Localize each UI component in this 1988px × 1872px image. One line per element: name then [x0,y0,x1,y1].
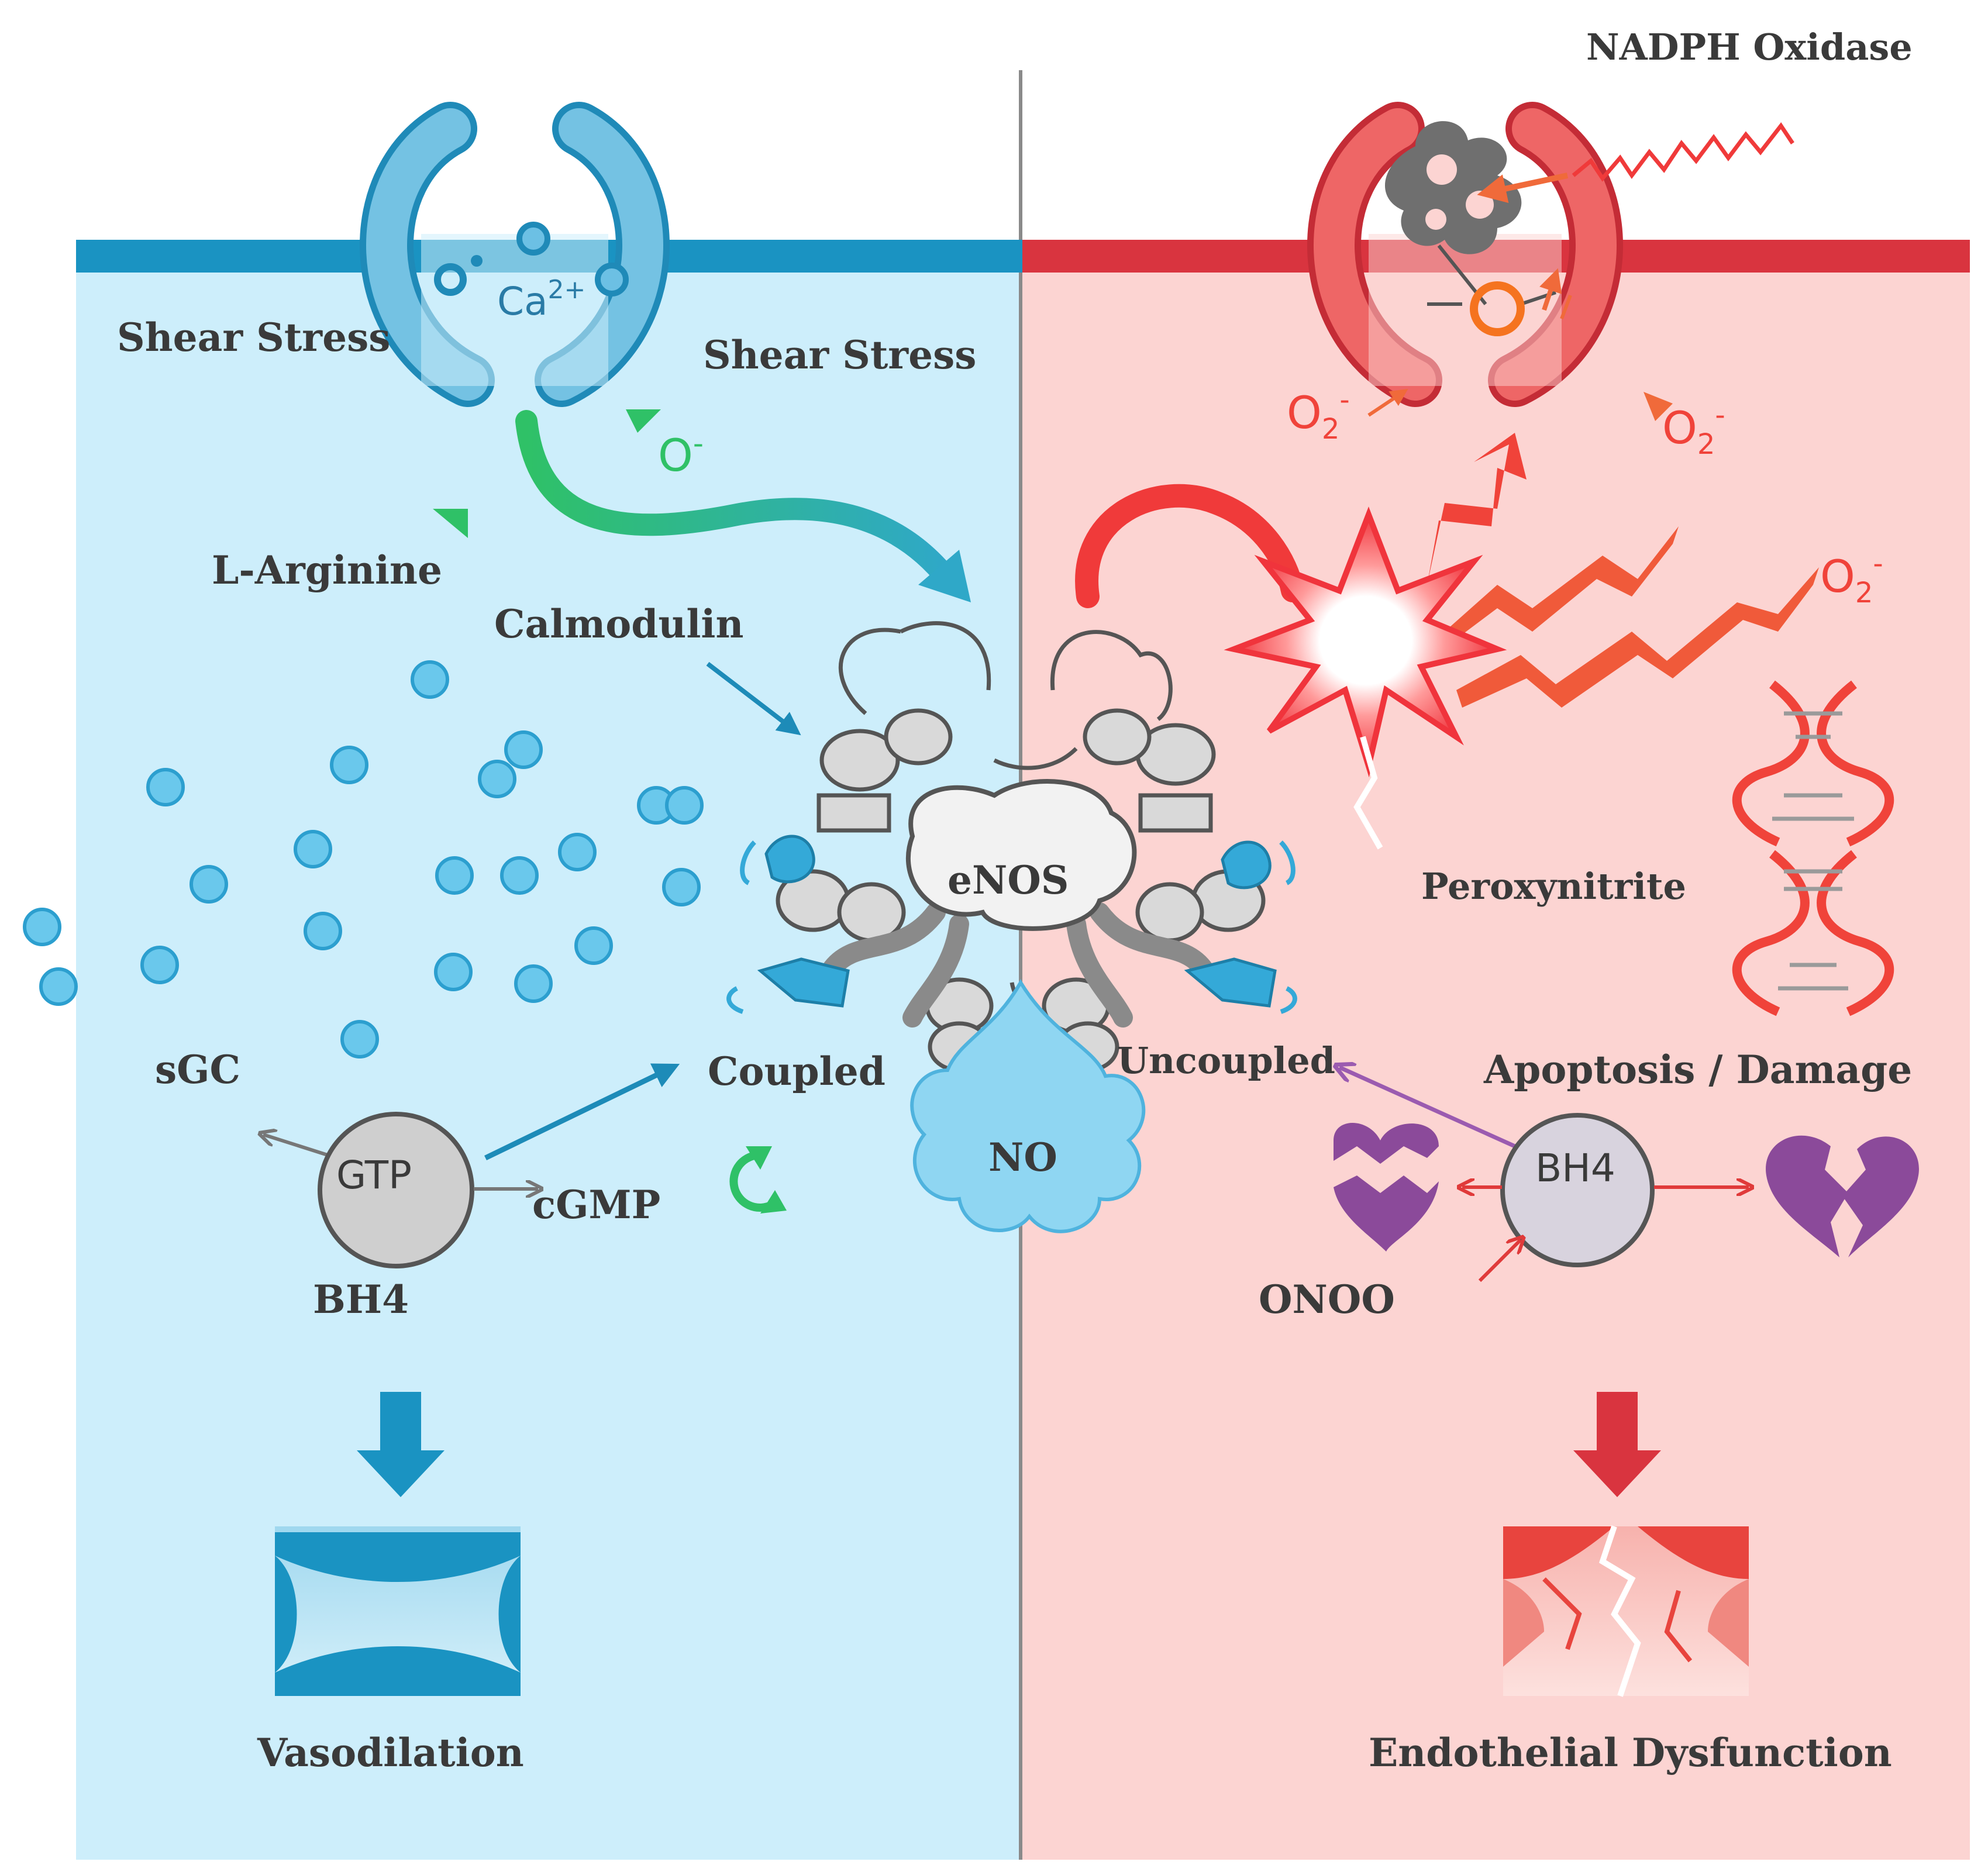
bh4-to-uncoupled-arrow [1339,1067,1516,1149]
gtp-to-coupled-arrow [484,1063,680,1161]
gtp-to-sgc-arrow [263,1135,328,1157]
gtp-sphere [318,1112,474,1268]
cgmp-label: cGMP [532,1182,660,1228]
o2-label-b: O2- [1662,399,1725,461]
right-panel-background [1022,257,1970,1860]
particle [665,786,704,825]
particle [39,967,78,1006]
arginine-particles [23,660,704,1059]
particle [23,908,61,946]
particle [504,730,543,769]
vessel-dilated-icon [275,1526,521,1696]
enos-core [905,779,1137,931]
particle [190,865,228,904]
calmodulin-label: Calmodulin [494,601,744,647]
white-crack [1353,736,1383,850]
bh4-label-right: BH4 [1535,1146,1615,1191]
lightning-bolt-upper [1427,433,1527,585]
refresh-cycle-icon [729,1146,787,1213]
nadph-oxidase-enzyme [1384,121,1572,336]
bh4-sphere-right [1500,1113,1655,1267]
green-marker-triangle [433,509,468,538]
bh4-label-left: BH4 [313,1277,409,1322]
left-ion-channel [360,102,670,407]
broken-heart-icon-right [1766,1135,1919,1257]
coupled-label: Coupled [708,1049,886,1094]
endothelial-dysfunction-label: Endothelial Dysfunction [1369,1730,1892,1776]
particle [330,746,368,784]
peroxynitrite-label: Peroxynitrite [1421,865,1686,908]
l-arginine-label: L-Arginine [212,547,442,593]
dna-helix-icon-lower [1732,850,1894,1016]
no-cloud [910,979,1146,1233]
vasodilation-label: Vasodilation [257,1730,524,1776]
particle [294,830,332,868]
o2-arrowhead-b [1644,392,1673,421]
vessel-damaged-icon [1503,1525,1749,1697]
vasodilation-down-arrow [357,1392,445,1497]
lightning-bolt-mid [1445,526,1679,643]
shear-stress-label-left: Shear Stress [117,315,390,360]
o-minus-label: O- [658,426,704,481]
particle [662,868,701,906]
shear-stress-label-right: Shear Stress [703,332,976,378]
calmodulin-arrow [706,661,801,736]
damaged-heart-icon-left [1334,1123,1439,1252]
onoo-to-bh4-arrow [1478,1240,1521,1283]
green-flow-arrow [515,410,959,590]
dysfunction-down-arrow [1573,1392,1661,1497]
particle [411,660,449,699]
particle [514,964,553,1003]
nadph-signal-wave [1572,122,1794,182]
particle [340,1020,379,1059]
gtp-label: GTP [336,1153,412,1198]
particle [574,926,613,965]
o2-arrow-a [1367,389,1408,417]
particle [558,833,597,871]
dna-helix-icon-upper [1732,680,1894,847]
sgc-label: sGC [155,1047,240,1092]
o2-label-a: O2- [1287,384,1350,446]
nadph-oxidase-title: NADPH Oxidase [1586,26,1913,68]
no-label: NO [988,1135,1057,1180]
apoptosis-damage-label: Apoptosis / Damage [1483,1047,1912,1092]
particle [140,946,179,984]
green-small-arrowhead [626,409,661,433]
uncoupled-label: Uncoupled [1117,1039,1335,1082]
red-curved-arrow [1075,484,1304,608]
onoo-label: ONOO [1259,1277,1395,1322]
particle [146,768,185,806]
o2-label-c: O2- [1820,547,1883,609]
particle [304,912,342,950]
particle [434,953,473,991]
particle [478,760,516,798]
right-ion-channel [1307,102,1623,407]
particle [500,856,539,895]
calcium-label: Ca2+ [497,275,585,324]
lightning-bolt-lower [1456,567,1819,708]
green-flow-arrowhead [918,550,971,602]
enos-label: eNOS [948,857,1069,903]
particle [435,856,474,895]
